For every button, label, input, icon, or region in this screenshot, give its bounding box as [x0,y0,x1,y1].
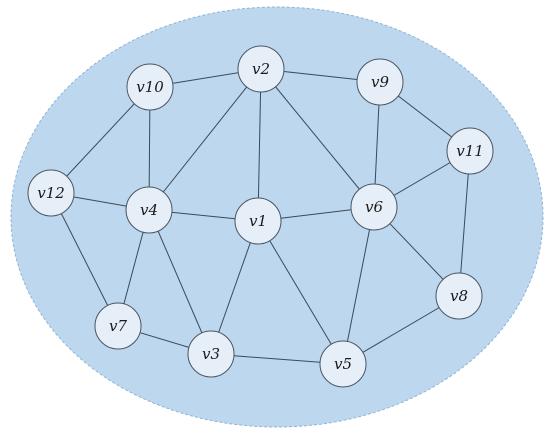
node-v9: v9 [356,58,404,106]
node-v3: v3 [187,330,235,378]
edge-v1-v3 [210,220,259,355]
node-label: v7 [109,317,127,335]
node-v1: v1 [234,197,282,245]
edge-v2-v6 [260,68,375,208]
node-circle [446,127,494,175]
node-group: v1 v2 v3 v4 v5 v6 v7 v8 v9 v10 v11 v12 [27,45,494,388]
node-circle [125,186,173,234]
edge-v10-v12 [50,86,151,194]
node-label: v3 [202,345,220,363]
node-label: v8 [450,287,468,305]
edge-v2-v1 [257,68,262,222]
node-label: v5 [334,355,352,373]
node-circle [27,169,75,217]
node-label: v11 [456,142,484,160]
node-label: v1 [249,212,267,230]
node-label: v2 [252,60,270,78]
node-circle [234,197,282,245]
edge-v12-v7 [50,192,119,327]
node-circle [237,45,285,93]
node-v7: v7 [94,302,142,350]
edge-v2-v4 [148,68,262,211]
node-circle [356,58,404,106]
edge-v6-v5 [342,206,375,365]
node-circle [94,302,142,350]
node-label: v10 [136,78,164,96]
node-v6: v6 [350,183,398,231]
node-v11: v11 [446,127,494,175]
node-v12: v12 [27,169,75,217]
edge-v1-v5 [257,220,344,365]
node-v2: v2 [237,45,285,93]
edge-v4-v3 [148,209,212,355]
node-label: v6 [365,198,383,216]
node-circle [126,63,174,111]
node-label: v12 [37,184,65,202]
node-label: v9 [371,73,389,91]
node-v4: v4 [125,186,173,234]
node-circle [350,183,398,231]
edge-v11-v8 [458,150,471,297]
node-v10: v10 [126,63,174,111]
node-circle [435,272,483,320]
node-circle [319,340,367,388]
node-label: v4 [140,201,158,219]
node-circle [187,330,235,378]
node-v8: v8 [435,272,483,320]
node-v5: v5 [319,340,367,388]
